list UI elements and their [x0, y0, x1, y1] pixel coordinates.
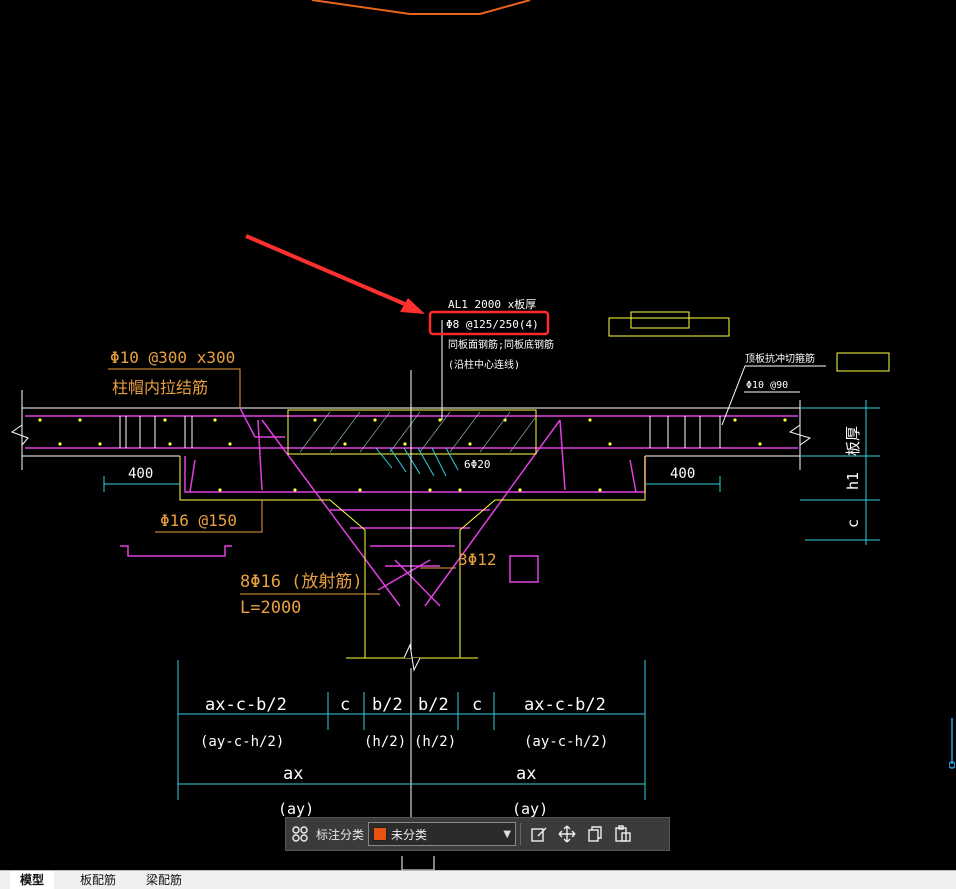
red-arrow — [245, 234, 425, 314]
top-bar-label: 6Φ20 — [464, 458, 491, 471]
dim-c-left: c — [340, 695, 350, 715]
tab-model[interactable]: 模型 — [10, 871, 55, 889]
dim-ay-left: (ay-c-h/2) — [200, 734, 284, 750]
dim-h2-left: (h/2) — [364, 734, 406, 750]
annotation-line-1: AL1 2000 x板厚 — [448, 297, 536, 311]
stirrups — [119, 416, 721, 448]
move-icon[interactable] — [553, 820, 581, 848]
chevron-down-icon: ▼ — [503, 828, 512, 840]
dim-ay-total-right: (ay) — [512, 800, 548, 818]
annotation-line-2: Φ8 @125/250(4) — [446, 318, 539, 331]
toolbar-divider — [520, 823, 522, 845]
bottom-dims: ax-c-b/2 c b/2 b/2 c ax-c-b/2 (ay-c-h/2)… — [200, 695, 608, 818]
white-labels: 顶板抗冲切箍筋 Φ10 @90 6Φ20 400 400 — [128, 352, 815, 482]
rebar-magenta — [25, 407, 798, 607]
paste-icon[interactable] — [609, 820, 637, 848]
grid-icon[interactable] — [286, 820, 314, 848]
column-cap-outline — [179, 311, 890, 659]
copy-icon[interactable] — [581, 820, 609, 848]
annotation-line-4: (沿柱中心连线) — [448, 358, 520, 371]
dim-ax-left: ax — [283, 764, 303, 784]
break-mark-right — [788, 424, 812, 446]
dim-ax-right: ax — [516, 764, 536, 784]
right-dim-labels: 板厚 h1 c — [844, 426, 862, 528]
dim-b2-right: b/2 — [418, 695, 449, 715]
top-bars — [375, 447, 459, 477]
dim-ax-c-b2-right: ax-c-b/2 — [524, 695, 606, 715]
highlight-box — [428, 310, 550, 336]
punching-spec: Φ10 @90 — [746, 380, 788, 391]
annotation-line-3: 同板面钢筋;同板底钢筋 — [448, 338, 554, 351]
dim-ay-right: (ay-c-h/2) — [524, 734, 608, 750]
layout-tabs: 模型 板配筋 梁配筋 — [0, 870, 956, 889]
punching-title: 顶板抗冲切箍筋 — [745, 352, 815, 365]
punching-leader — [721, 365, 826, 426]
radial-length: L=2000 — [240, 598, 301, 618]
dim-c: c — [844, 519, 862, 528]
annotation-main: AL1 2000 x板厚 Φ8 @125/250(4) 同板面钢筋;同板底钢筋 … — [446, 297, 554, 371]
dim-b2-left: b/2 — [372, 695, 403, 715]
tab-slab-rebar[interactable]: 板配筋 — [80, 873, 117, 887]
column-lines — [403, 320, 443, 820]
dim-slab-thickness: 板厚 — [844, 426, 862, 456]
radial-label: 8Φ16 (放射筋) — [240, 572, 363, 592]
dimension-lines — [103, 400, 880, 800]
orange-labels: Φ10 @300 x300 柱帽内拉结筋 Φ16 @150 8Φ16 (放射筋)… — [110, 348, 497, 618]
three-phi12-label: 3Φ12 — [458, 550, 497, 569]
annotation-toolbar: 标注分类 未分类 ▼ — [285, 817, 670, 851]
category-select[interactable]: 未分类 ▼ — [368, 822, 517, 846]
phi16-label: Φ16 @150 — [160, 511, 237, 530]
col-cap-bar-name: 柱帽内拉结筋 — [112, 378, 208, 397]
dim-ay-total-left: (ay) — [278, 800, 314, 818]
toolbar-label: 标注分类 — [316, 827, 365, 842]
dim-right-400: 400 — [670, 466, 695, 482]
edit-icon[interactable] — [525, 820, 553, 848]
cad-drawing-canvas[interactable]: AL1 2000 x板厚 Φ8 @125/250(4) 同板面钢筋;同板底钢筋 … — [0, 0, 956, 870]
zoom-slider[interactable] — [949, 718, 955, 770]
orange-outline — [311, 0, 531, 15]
dim-left-400: 400 — [128, 466, 153, 482]
dim-c-right: c — [472, 695, 482, 715]
dim-h1: h1 — [844, 472, 862, 490]
dim-ax-c-b2-left: ax-c-b/2 — [205, 695, 287, 715]
ucs-marker — [401, 856, 435, 870]
col-cap-bar-spec: Φ10 @300 x300 — [110, 348, 235, 367]
hatch — [299, 411, 536, 453]
category-value: 未分类 — [391, 827, 428, 842]
dim-h2-right: (h/2) — [414, 734, 456, 750]
tab-beam-rebar[interactable]: 梁配筋 — [146, 873, 183, 887]
break-mark-left — [10, 424, 29, 446]
category-swatch — [373, 827, 388, 841]
orange-leaders — [108, 368, 456, 595]
